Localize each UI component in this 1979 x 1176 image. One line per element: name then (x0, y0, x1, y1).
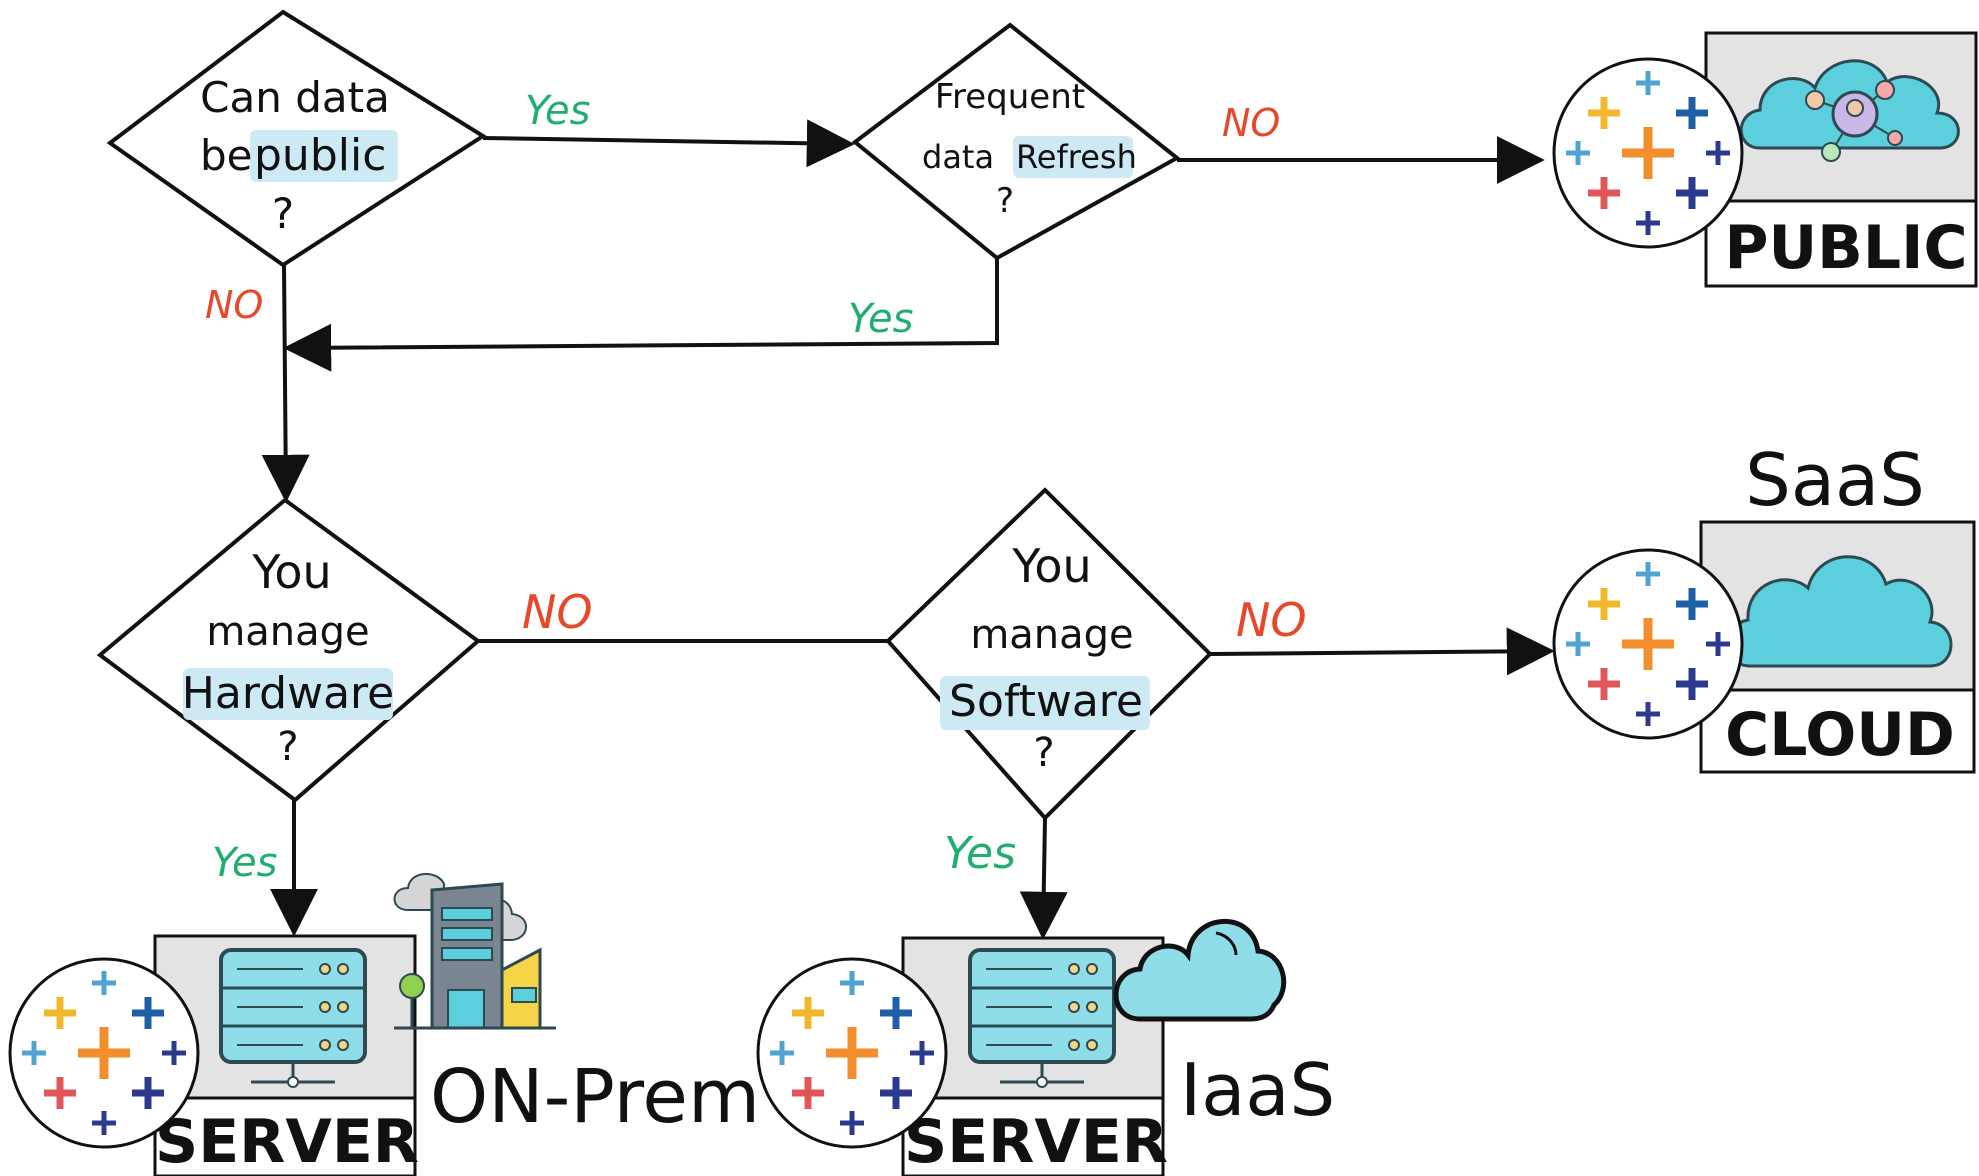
tableau-logo-icon (1554, 59, 1742, 247)
iaas-label: SERVER (904, 1107, 1168, 1176)
saas-caption: SaaS (1745, 438, 1925, 522)
refresh-line2b: Refresh (1016, 138, 1137, 176)
cloud-label-box (1699, 688, 1976, 774)
refresh-line1: Frequent (935, 77, 1085, 117)
outcome-public: PUBLIC (1554, 31, 1978, 288)
public-label: PUBLIC (1724, 213, 1967, 283)
cloud-icon (1113, 918, 1287, 1022)
label-refresh-no: NO (1222, 101, 1280, 145)
outcome-cloud: SaaS CLOUD (1554, 438, 1976, 774)
public-line3: ? (272, 189, 294, 238)
tableau-logo-icon (758, 959, 946, 1147)
onprem-label-box (153, 1096, 417, 1176)
tableau-logo-icon (10, 959, 198, 1147)
software-line4: ? (1033, 730, 1054, 776)
label-hardware-no: NO (522, 585, 593, 639)
hardware-line2: manage (206, 609, 369, 655)
decision-frequent-data-refresh: Frequent data Refresh ? (851, 22, 1181, 261)
hardware-line1: You (251, 545, 331, 599)
label-public-yes: Yes (525, 88, 591, 134)
label-software-no: NO (1236, 593, 1307, 647)
cloud-icon (1727, 555, 1953, 668)
edge-software-to-iaas (1019, 817, 1068, 940)
software-line2: manage (970, 612, 1133, 658)
label-public-no: NO (205, 283, 263, 327)
refresh-line3: ? (996, 181, 1014, 221)
iaas-caption: IaaS (1180, 1048, 1335, 1132)
outcome-iaas: SERVER IaaS (758, 918, 1335, 1176)
hardware-line3: Hardware (182, 668, 394, 719)
decision-manage-software: You manage Software ? (885, 487, 1213, 821)
people-network-icon (1739, 59, 1960, 162)
hardware-line4: ? (277, 724, 298, 770)
edge-software-to-cloud (1209, 627, 1555, 676)
decision-manage-hardware: You manage Hardware ? (96, 497, 482, 803)
building-icon (393, 873, 556, 1030)
public-line2a: be (200, 131, 253, 180)
refresh-line2a: data (922, 138, 994, 176)
label-refresh-yes: Yes (848, 296, 914, 342)
edge-refresh-back (283, 258, 999, 372)
software-line3: Software (949, 676, 1143, 727)
edge-public-to-hardware (261, 264, 310, 503)
public-line1: Can data (200, 73, 390, 122)
onprem-label: SERVER (155, 1107, 419, 1176)
public-line2b: public (254, 130, 386, 181)
outcome-onprem: SERVER ON-Prem (10, 873, 760, 1176)
connectors (261, 119, 1555, 940)
tableau-logo-icon (1554, 550, 1742, 738)
cloud-label: CLOUD (1725, 700, 1955, 770)
public-label-box (1704, 199, 1978, 288)
decision-can-data-be-public: Can data be public ? (106, 9, 487, 268)
iaas-label-box (901, 1096, 1165, 1176)
label-hardware-yes: Yes (212, 840, 278, 886)
edge-public-to-refresh (482, 119, 855, 168)
software-line1: You (1011, 539, 1091, 593)
onprem-caption: ON-Prem (430, 1054, 760, 1140)
label-software-yes: Yes (944, 828, 1016, 879)
